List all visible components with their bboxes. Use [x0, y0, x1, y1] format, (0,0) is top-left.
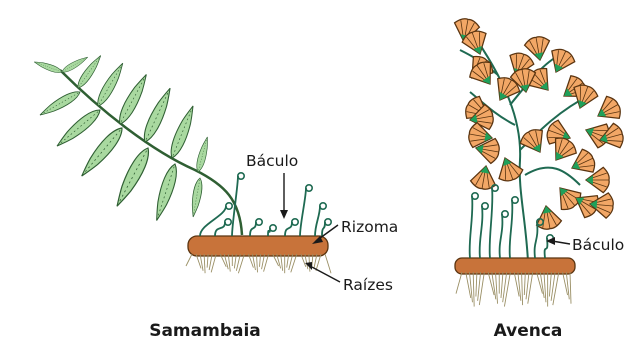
- root-hair: [476, 272, 477, 296]
- root-hair: [204, 254, 205, 273]
- shoot: [535, 222, 538, 258]
- root-hair: [325, 254, 331, 273]
- samambaia-pinna: [111, 145, 154, 209]
- root-hair: [186, 254, 192, 266]
- samambaia-pinna: [94, 61, 127, 109]
- caption-avenca: Avenca: [494, 321, 563, 341]
- root-hair: [518, 272, 521, 301]
- samambaia-pinna: [75, 53, 104, 90]
- shoot: [300, 188, 306, 236]
- root-hair: [566, 272, 569, 299]
- shoot: [322, 222, 325, 236]
- root-hair: [256, 254, 257, 272]
- shoot: [510, 200, 513, 258]
- caption-samambaia: Samambaia: [149, 321, 261, 341]
- avenca-illustration: Báculo Avenca: [452, 17, 626, 341]
- shoot: [490, 188, 493, 258]
- shoot: [285, 222, 292, 236]
- label-raizes: Raízes: [343, 276, 393, 294]
- avenca-pointer: [546, 237, 570, 245]
- shoot: [200, 206, 226, 236]
- root-hair: [473, 272, 474, 307]
- shoot: [480, 206, 483, 258]
- root-hair: [492, 272, 496, 299]
- samambaia-pinna: [189, 177, 204, 217]
- samambaia-pinna: [194, 136, 210, 173]
- samambaia-illustration: Báculo Rizoma Raízes Samambaia: [33, 53, 398, 341]
- samambaia-pinna: [115, 72, 151, 127]
- root-hair: [549, 272, 551, 296]
- root-hair: [478, 272, 481, 301]
- label-baculo-samambaia: Báculo: [246, 152, 298, 170]
- root-hair: [526, 272, 529, 299]
- shoot: [215, 222, 225, 236]
- avenca-roots: [456, 272, 571, 307]
- avenca-rhizome: [455, 258, 575, 274]
- avenca-leaflet: [470, 164, 499, 191]
- samambaia-pinna: [53, 106, 103, 151]
- samambaia-frond-rachis: [60, 70, 242, 235]
- root-hair: [501, 272, 503, 298]
- root-hair: [504, 272, 510, 307]
- shoot: [315, 206, 320, 236]
- samambaia-frond-pinnae: [33, 53, 211, 222]
- root-hair: [522, 272, 523, 305]
- avenca-leaflet: [517, 126, 550, 159]
- samambaia-pinna: [140, 86, 176, 145]
- samambaia-pinna: [33, 59, 63, 75]
- samambaia-pinna: [167, 104, 198, 160]
- avenca-leaflet: [466, 58, 500, 91]
- samambaia-croziers: [200, 173, 331, 236]
- root-hair: [553, 272, 559, 305]
- shoot: [470, 196, 473, 258]
- samambaia-pinna: [77, 124, 127, 180]
- label-rizoma: Rizoma: [341, 218, 398, 236]
- root-hair: [570, 272, 571, 304]
- root-hair: [456, 272, 462, 294]
- samambaia-rhizome: [188, 236, 328, 256]
- shoot: [500, 214, 503, 258]
- label-baculo-avenca: Báculo: [572, 236, 624, 254]
- root-hair: [524, 272, 525, 295]
- shoot: [250, 222, 256, 236]
- root-hair: [540, 272, 544, 298]
- avenca-leaflet: [592, 93, 625, 126]
- samambaia-pinna: [151, 162, 181, 222]
- samambaia-pinna: [38, 88, 83, 119]
